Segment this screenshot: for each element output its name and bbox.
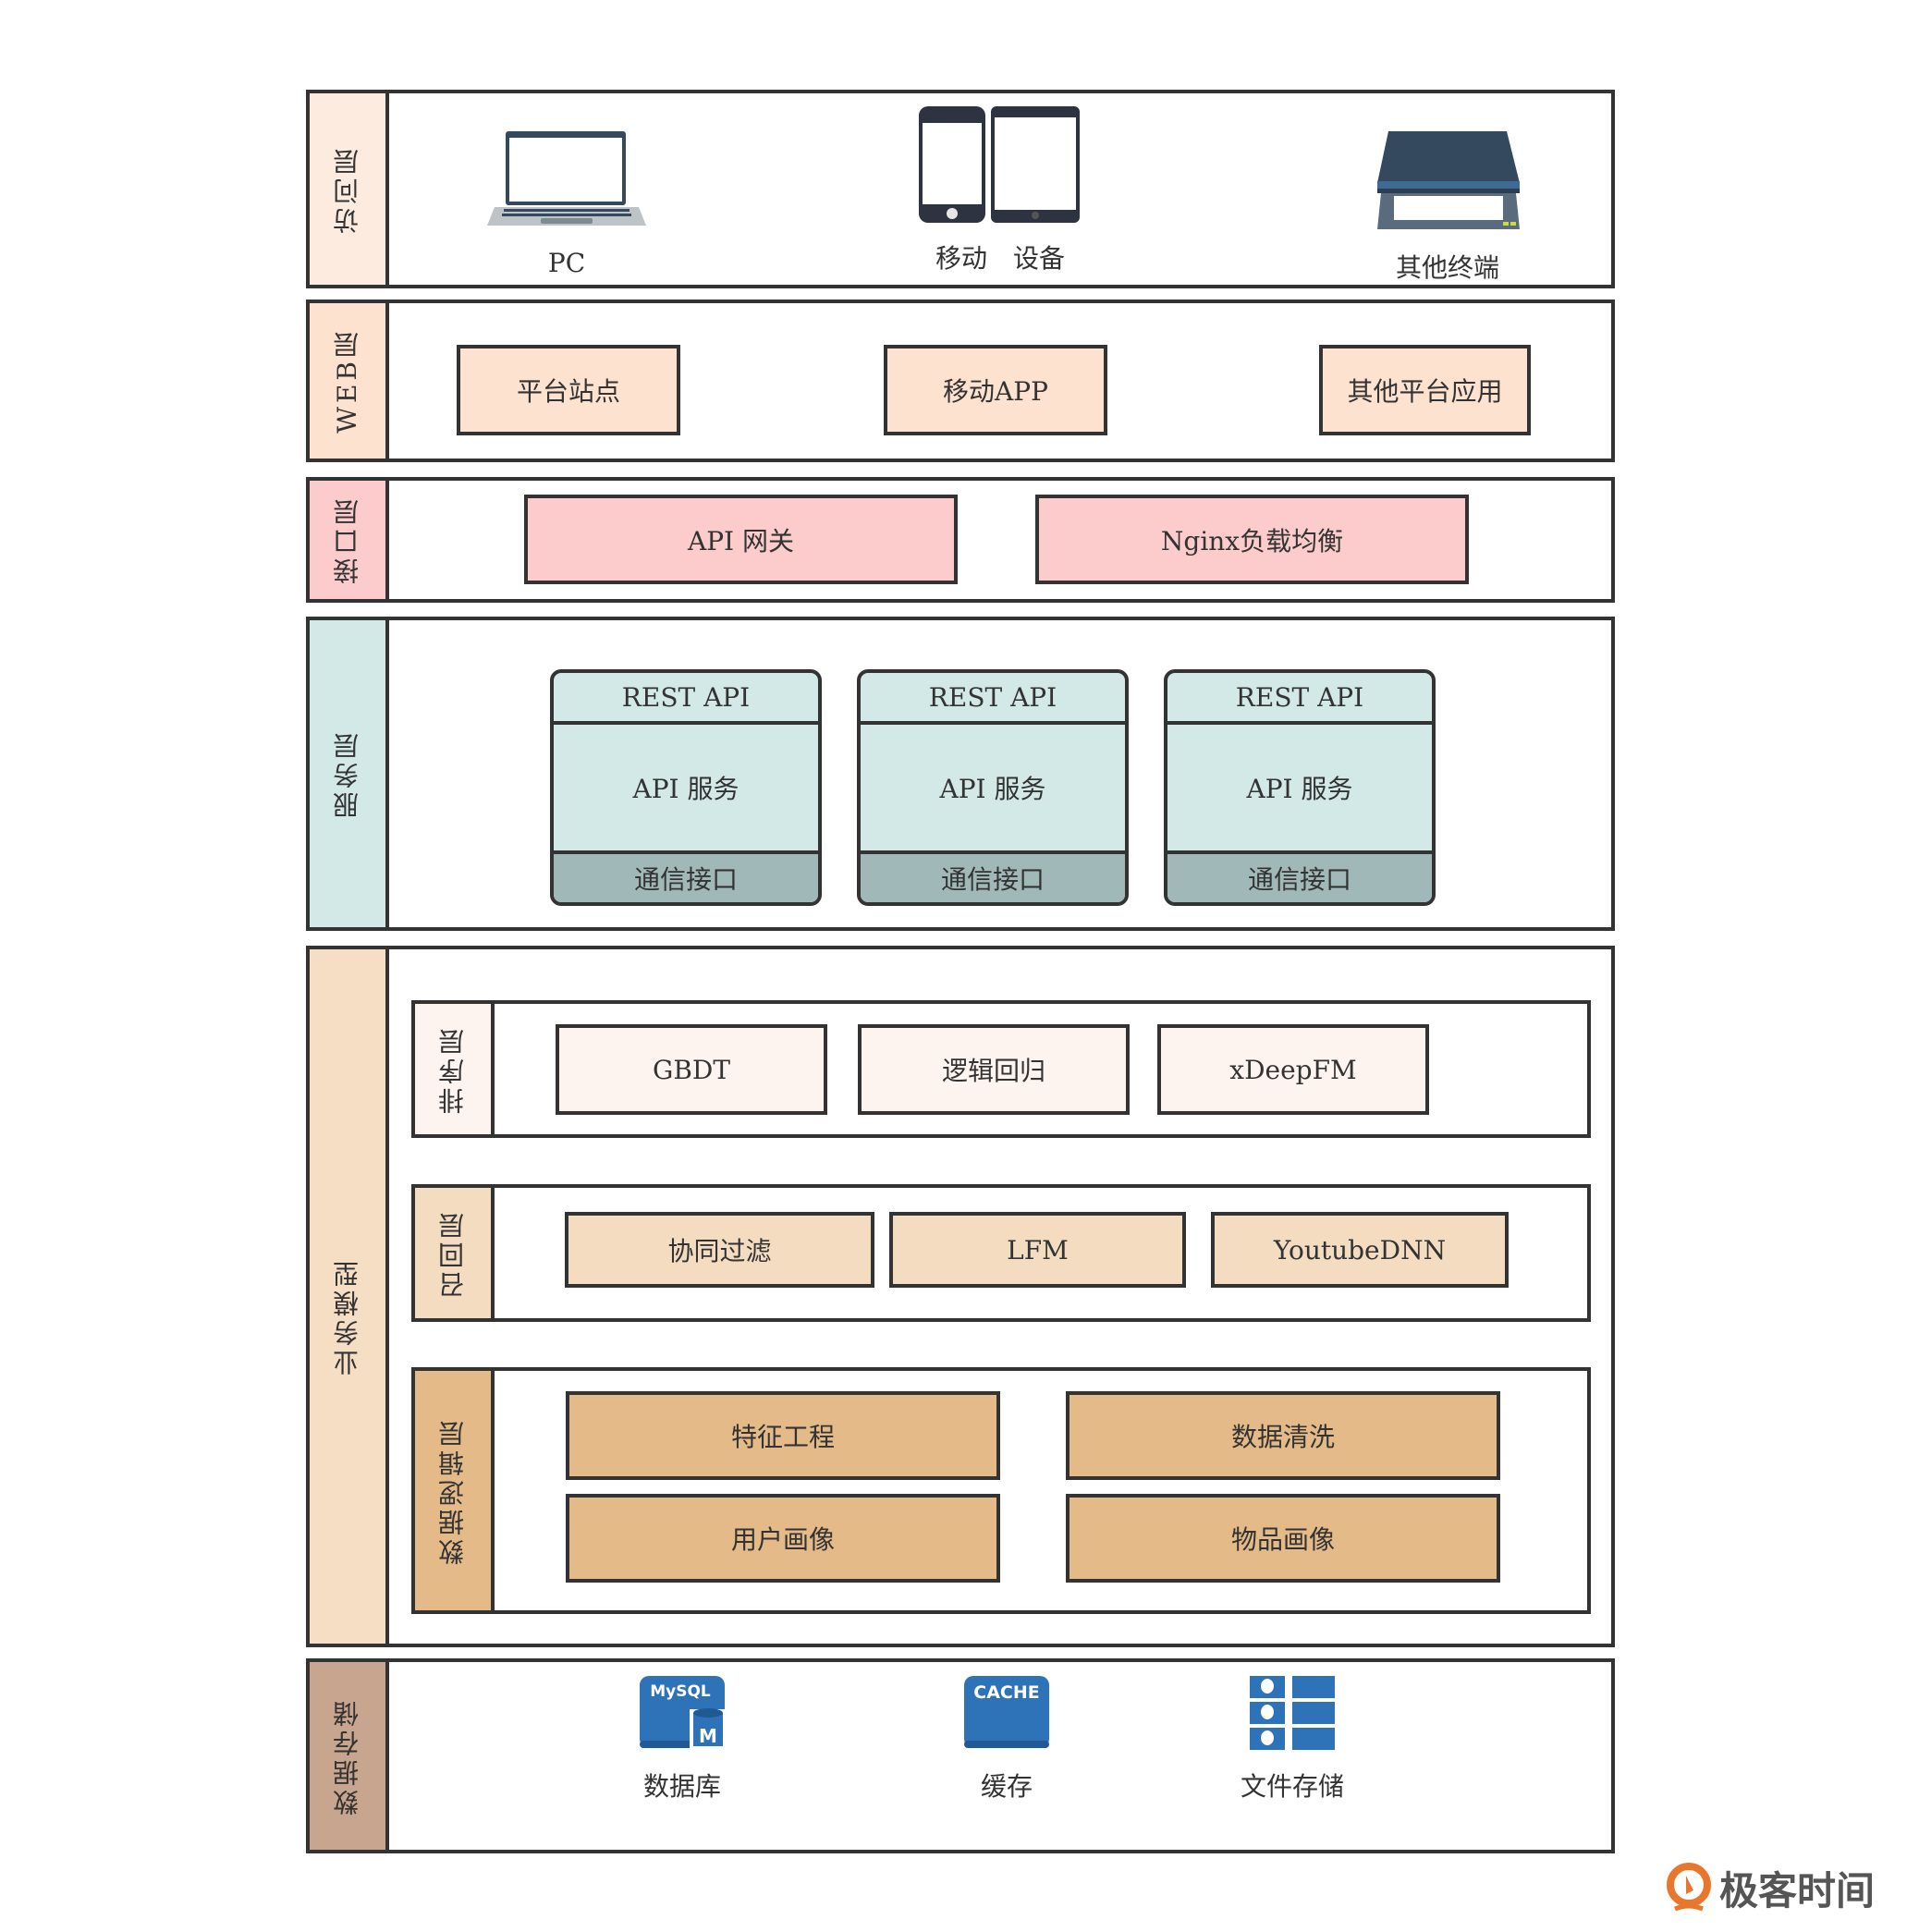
service-layer-label-cell: 服务层	[306, 617, 389, 931]
data-logic-user-profile: 用户画像	[566, 1494, 1000, 1583]
mobile-devices-icon	[919, 104, 1082, 225]
communication-interface-footer: 通信接口	[1167, 850, 1432, 902]
api-gateway-box: API 网关	[524, 495, 958, 584]
web-layer-label: WEB层	[332, 328, 362, 434]
file-storage-icon	[1250, 1676, 1335, 1750]
rest-api-header: REST API	[1167, 673, 1432, 725]
ranking-layer-label-cell: 排序层	[411, 1000, 495, 1138]
interface-layer-label-cell: 接口层	[306, 477, 389, 603]
cache-icon-text: CACHE	[973, 1682, 1039, 1703]
ranking-model-logistic-regression: 逻辑回归	[858, 1024, 1130, 1115]
web-layer-label-cell: WEB层	[306, 300, 389, 462]
rest-api-header: REST API	[554, 673, 818, 725]
access-item-label: 其他终端	[1395, 252, 1499, 283]
laptop-icon	[487, 129, 646, 231]
service-layer-label: 服务层	[332, 729, 362, 818]
service-module: REST API API 服务 通信接口	[857, 669, 1129, 906]
storage-item-label: 数据库	[642, 1771, 721, 1802]
brand-name: 极客时间	[1719, 1868, 1876, 1914]
web-item-platform-site: 平台站点	[457, 345, 680, 435]
access-layer-label-cell: 访问层	[306, 90, 389, 288]
data-logic-layer-label-cell: 数据逻辑层	[411, 1367, 495, 1614]
access-item-label: 移动 设备	[935, 243, 1065, 274]
storage-layer-label-cell: 数据存储	[306, 1658, 389, 1853]
access-layer-label: 访问层	[332, 144, 362, 234]
business-model-label-cell: 业务模型	[306, 946, 389, 1647]
storage-item-label: 文件存储	[1240, 1771, 1344, 1802]
mysql-database-icon: MySQL M	[640, 1676, 725, 1750]
rest-api-header: REST API	[861, 673, 1125, 725]
mysql-icon-sub: M	[699, 1725, 717, 1747]
ranking-layer-label: 排序层	[437, 1024, 468, 1114]
data-logic-feature-engineering: 特征工程	[566, 1391, 1000, 1480]
ranking-model-xdeepfm: xDeepFM	[1157, 1024, 1429, 1115]
scanner-terminal-icon	[1368, 129, 1531, 233]
data-logic-data-cleaning: 数据清洗	[1066, 1391, 1500, 1480]
recall-layer-label: 召回层	[437, 1208, 468, 1298]
business-model-label: 业务模型	[332, 1257, 362, 1376]
brand-logo: 极客时间	[1666, 1860, 1875, 1916]
recall-model-lfm: LFM	[889, 1212, 1186, 1288]
communication-interface-footer: 通信接口	[554, 850, 818, 902]
communication-interface-footer: 通信接口	[861, 850, 1125, 902]
ranking-model-gbdt: GBDT	[556, 1024, 827, 1115]
mysql-icon-text: MySQL	[650, 1682, 711, 1701]
recall-layer-label-cell: 召回层	[411, 1184, 495, 1322]
web-item-mobile-app: 移动APP	[884, 345, 1107, 435]
storage-layer-label: 数据存储	[332, 1696, 362, 1816]
storage-item-label: 缓存	[980, 1771, 1033, 1802]
cache-icon: CACHE	[964, 1676, 1049, 1750]
api-service-body: API 服务	[632, 774, 739, 804]
recall-model-youtubednn: YoutubeDNN	[1211, 1212, 1509, 1288]
interface-layer-label: 接口层	[332, 495, 362, 584]
api-service-body: API 服务	[939, 774, 1046, 804]
storage-layer	[306, 1658, 1615, 1853]
recall-model-collaborative-filtering: 协同过滤	[565, 1212, 874, 1288]
access-item-label: PC	[547, 248, 586, 278]
api-service-body: API 服务	[1246, 774, 1353, 804]
service-module: REST API API 服务 通信接口	[550, 669, 822, 906]
web-item-other-platform: 其他平台应用	[1319, 345, 1531, 435]
data-logic-layer-label: 数据逻辑层	[437, 1416, 468, 1565]
nginx-load-balancer-box: Nginx负载均衡	[1035, 495, 1469, 584]
data-logic-item-profile: 物品画像	[1066, 1494, 1500, 1583]
geektime-logo-icon	[1667, 1862, 1711, 1911]
service-module: REST API API 服务 通信接口	[1164, 669, 1436, 906]
